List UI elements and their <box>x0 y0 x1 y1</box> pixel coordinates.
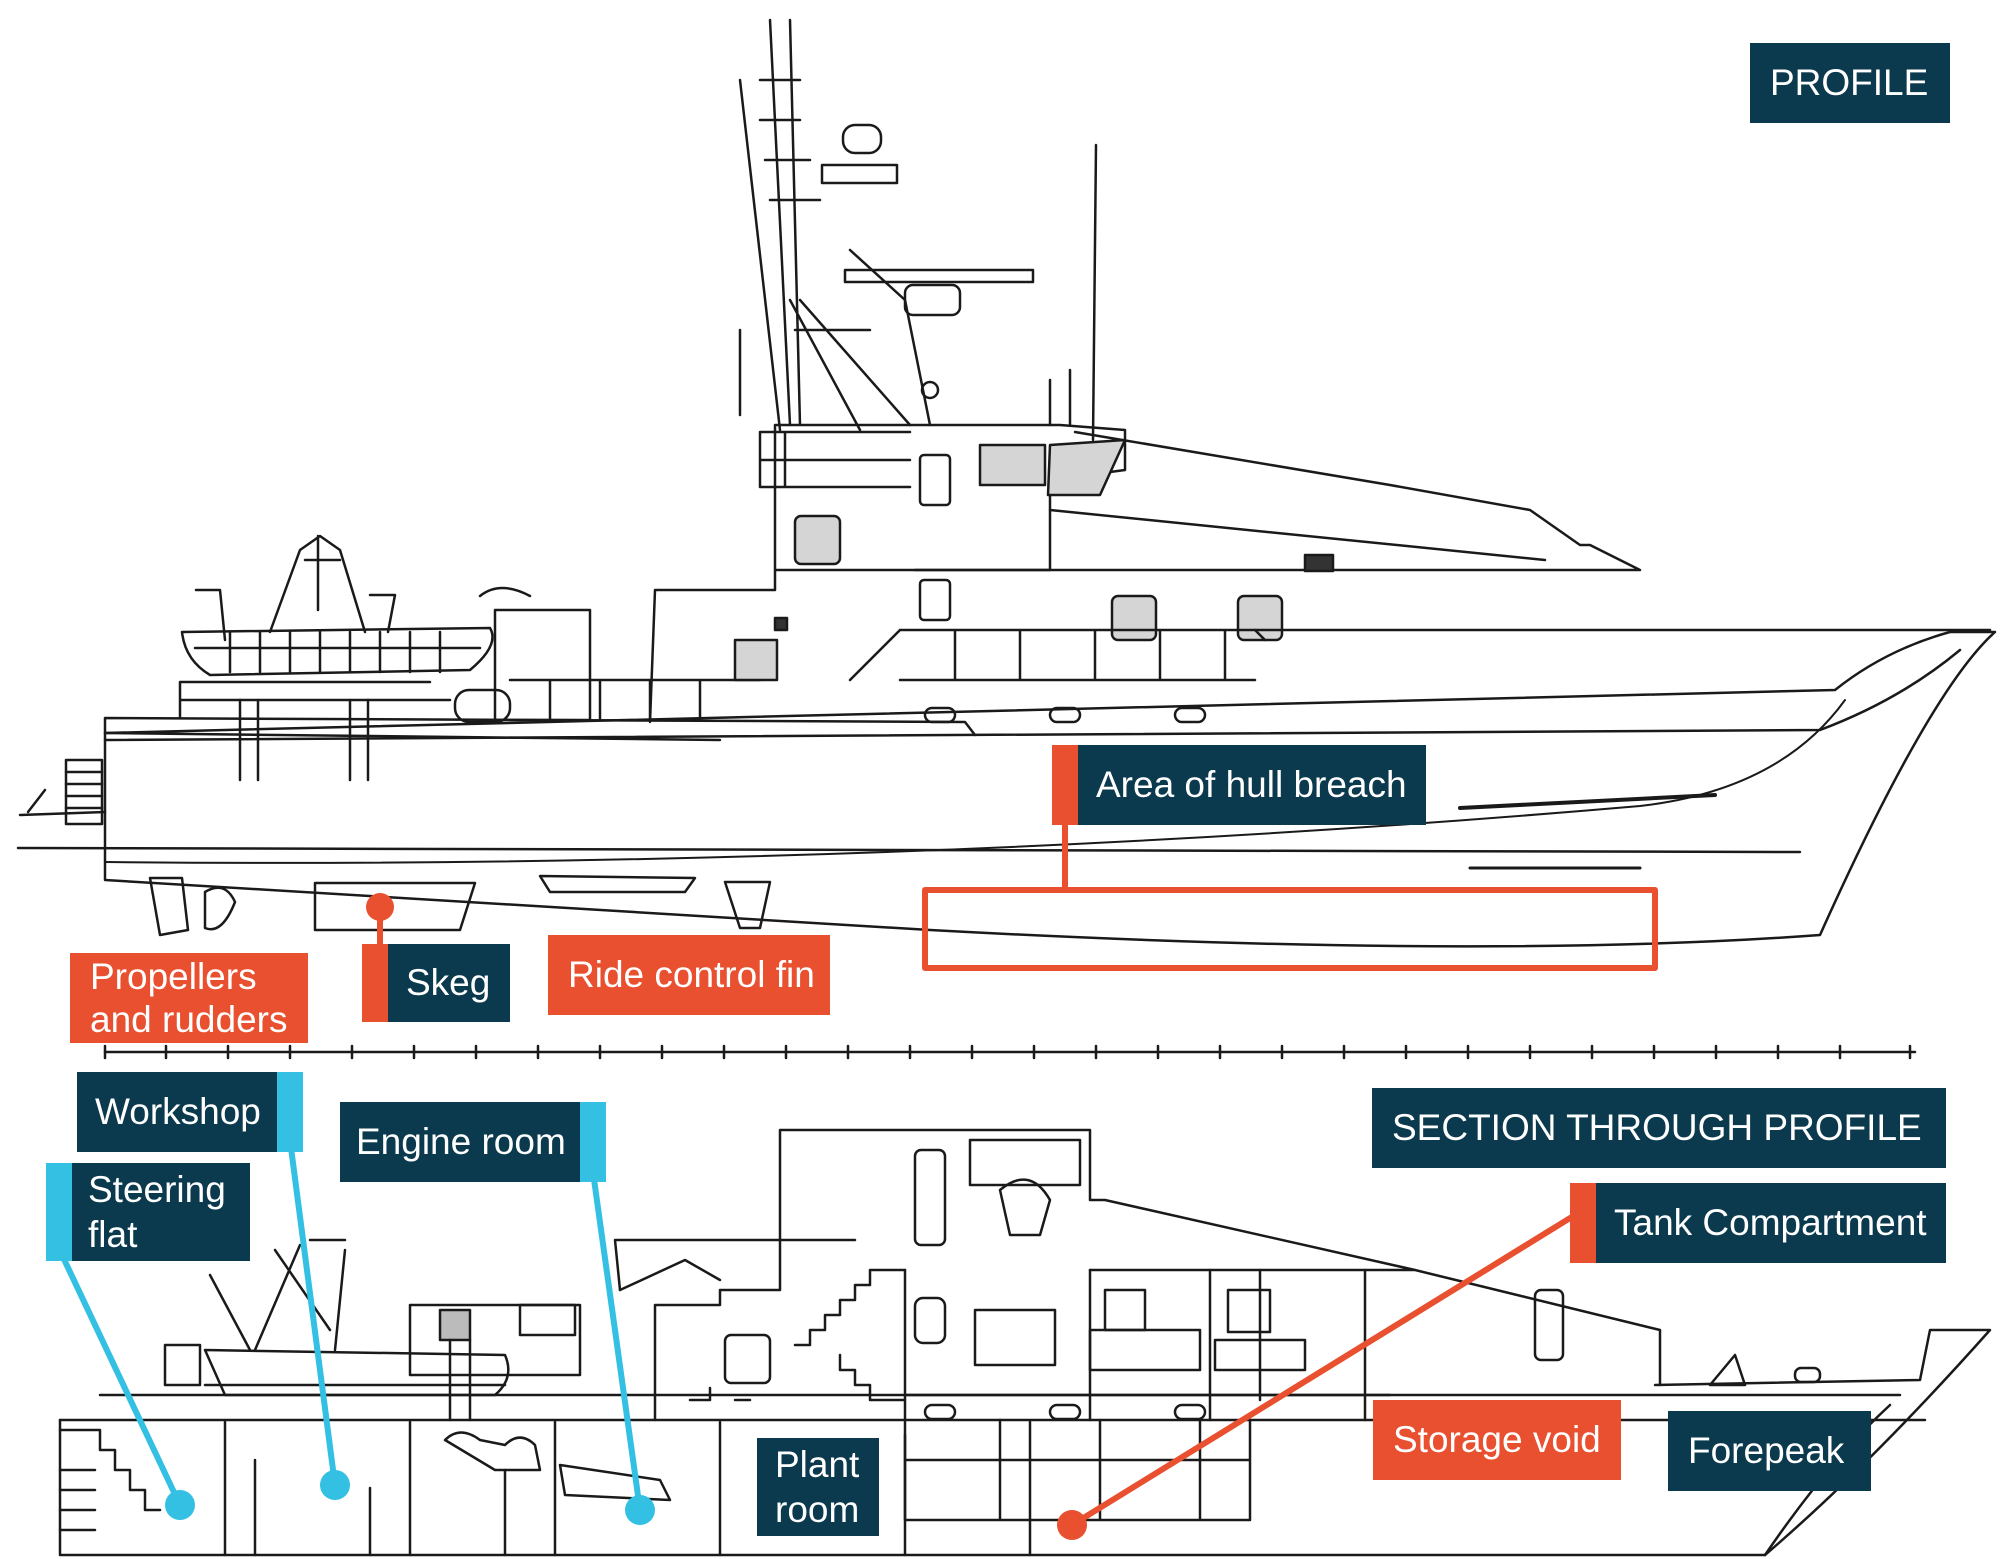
engine-room-label-text: Engine room <box>356 1121 566 1162</box>
plant-room-label: Plant room <box>757 1438 879 1536</box>
hull-breach-area-box <box>922 887 1658 971</box>
workshop-label: Workshop <box>77 1072 303 1152</box>
hull-breach-label-text: Area of hull breach <box>1096 764 1407 805</box>
propellers-label-line-2: and rudders <box>90 999 288 1040</box>
skeg-marker <box>366 893 394 921</box>
engine-room-label: Engine room <box>340 1102 606 1182</box>
profile-title-text: PROFILE <box>1770 62 1929 103</box>
steering-flat-marker <box>165 1490 195 1520</box>
profile-rescue-boat <box>180 626 494 677</box>
workshop-marker <box>320 1470 350 1500</box>
profile-rudder <box>148 876 190 937</box>
frame-scale <box>103 1044 1917 1060</box>
profile-ride-control-fin <box>723 880 772 930</box>
profile-superstructure <box>648 423 1127 724</box>
profile-hull <box>103 630 1997 948</box>
profile-title: PROFILE <box>1750 43 1950 123</box>
profile-mast <box>738 18 932 432</box>
section-title-text: SECTION THROUGH PROFILE <box>1392 1107 1922 1148</box>
tank-compartment-label: Tank Compartment <box>1570 1183 1946 1263</box>
section-title: SECTION THROUGH PROFILE <box>1372 1088 1946 1168</box>
tank-compartment-marker <box>1057 1510 1087 1540</box>
profile-propeller <box>203 886 237 931</box>
profile-waterline <box>16 846 1802 854</box>
skeg-label-text: Skeg <box>406 962 491 1003</box>
profile-davit <box>268 534 367 634</box>
ride-control-fin-label-text: Ride control fin <box>568 954 815 995</box>
storage-void-label-text: Storage void <box>1393 1419 1601 1460</box>
steering-flat-label-line-2: flat <box>88 1214 138 1255</box>
engine-room-marker <box>625 1495 655 1525</box>
steering-flat-label: Steering flat <box>46 1163 250 1261</box>
profile-skeg <box>313 881 477 932</box>
section-drawing <box>58 1128 1992 1557</box>
forepeak-label-text: Forepeak <box>1688 1430 1845 1471</box>
propellers-label-line-1: Propellers <box>90 956 257 997</box>
forepeak-label: Forepeak <box>1668 1411 1871 1491</box>
skeg-label: Skeg <box>362 944 510 1022</box>
workshop-label-text: Workshop <box>95 1091 261 1132</box>
hull-breach-label: Area of hull breach <box>1052 745 1426 825</box>
ride-control-fin-label: Ride control fin <box>548 935 830 1015</box>
tank-compartment-label-text: Tank Compartment <box>1614 1202 1927 1243</box>
plant-room-label-line-1: Plant <box>775 1444 860 1485</box>
propellers-rudders-label: Propellers and rudders <box>70 953 308 1043</box>
plant-room-label-line-2: room <box>775 1489 860 1530</box>
section-hull <box>58 1328 1992 1557</box>
profile-sheer-line <box>103 648 1962 742</box>
callout-shapes <box>59 815 1658 1540</box>
storage-void-label: Storage void <box>1373 1400 1621 1480</box>
steering-flat-label-line-1: Steering <box>88 1169 226 1210</box>
profile-drawing <box>16 18 1997 948</box>
section-superstructure <box>778 1128 1662 1387</box>
